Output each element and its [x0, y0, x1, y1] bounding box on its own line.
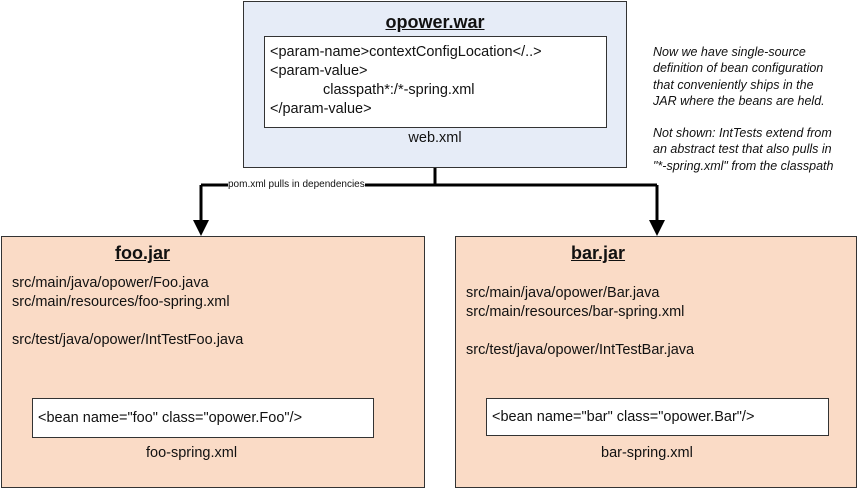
bar-path-1: src/main/java/opower/Bar.java — [466, 285, 660, 301]
foo-path-2: src/main/resources/foo-spring.xml — [12, 294, 230, 310]
note-paragraph-1: Now we have single-source definition of … — [653, 44, 825, 109]
bar-arrowhead — [649, 220, 665, 236]
web-xml-box: <param-name>contextConfigLocation</..> <… — [264, 36, 607, 128]
foo-bean-box: <bean name="foo" class="opower.Foo"/> — [32, 398, 374, 438]
war-line-2: <param-value> — [270, 63, 368, 79]
bar-jar-title: bar.jar — [571, 243, 626, 263]
note-2-line-3: "*-spring.xml" from the classpath — [653, 158, 834, 173]
connector-label: pom.xml pulls in dependencies — [228, 179, 365, 191]
war-title: opower.war — [385, 12, 485, 32]
bar-bean-text: <bean name="bar" class="opower.Bar"/> — [492, 409, 755, 425]
bar-jar-box: bar.jar src/main/java/opower/Bar.java sr… — [455, 236, 857, 488]
foo-path-3: src/test/java/opower/IntTestFoo.java — [12, 332, 244, 348]
war-box: opower.war <param-name>contextConfigLoca… — [243, 1, 627, 168]
bar-path-3: src/test/java/opower/IntTestBar.java — [466, 342, 695, 358]
war-line-4: </param-value> — [270, 101, 372, 117]
foo-bean-text: <bean name="foo" class="opower.Foo"/> — [38, 410, 303, 426]
foo-path-1: src/main/java/opower/Foo.java — [12, 275, 209, 291]
foo-jar-box: foo.jar src/main/java/opower/Foo.java sr… — [1, 236, 425, 488]
note-2-line-2: an abstract test that also pulls in — [653, 142, 832, 157]
bar-spring-label: bar-spring.xml — [601, 445, 693, 461]
foo-jar-title: foo.jar — [115, 243, 171, 263]
war-line-1: <param-name>contextConfigLocation</..> — [270, 44, 542, 60]
foo-spring-label: foo-spring.xml — [146, 445, 238, 461]
war-line-3: classpath*:/*-spring.xml — [323, 82, 475, 98]
note-1-line-1: Now we have single-source — [653, 45, 806, 59]
bar-bean-box: <bean name="bar" class="opower.Bar"/> — [486, 398, 829, 436]
note-1-line-2: definition of bean configuration — [653, 61, 824, 76]
web-xml-label: web.xml — [408, 130, 462, 146]
note-1-line-4: JAR where the beans are held. — [653, 93, 825, 108]
bar-path-2: src/main/resources/bar-spring.xml — [466, 304, 685, 320]
foo-arrowhead — [193, 220, 209, 236]
note-1-line-3: that conveniently ships in the — [653, 77, 814, 92]
note-paragraph-2: Not shown: IntTests extend from an abstr… — [653, 125, 833, 174]
note-2-line-1: Not shown: IntTests extend from — [653, 126, 832, 140]
